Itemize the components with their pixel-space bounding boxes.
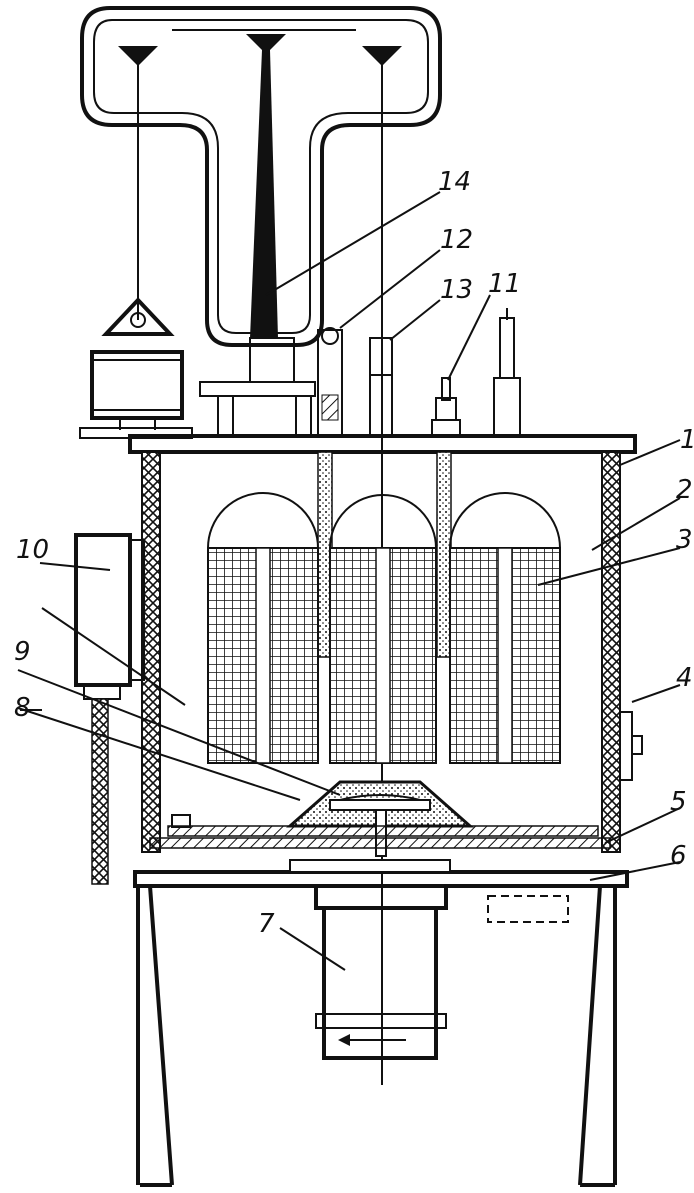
expander-tank: [79, 297, 193, 439]
tank-lid: [128, 434, 637, 454]
bushings: [317, 308, 521, 436]
label-2: 2: [676, 475, 693, 505]
part-labels: 14 12 13 11 1 2 3 4 5 6 7 8 9 10: [14, 167, 694, 939]
heater-dashed: [487, 895, 569, 923]
bottom-plates: [149, 814, 611, 849]
leader-lines: [17, 191, 681, 971]
side-valve: [619, 711, 643, 781]
suspension-rods: [118, 34, 402, 1085]
windings: [207, 492, 561, 764]
winding-left: [207, 492, 319, 764]
label-3: 3: [676, 525, 693, 555]
label-6: 6: [670, 841, 687, 871]
label-11: 11: [488, 269, 521, 299]
motor: [314, 884, 448, 1060]
winding-center: [329, 494, 437, 764]
label-13: 13: [440, 275, 473, 305]
label-14: 14: [438, 167, 471, 197]
control-box: [74, 533, 145, 885]
lifting-frame: [80, 6, 442, 347]
label-7: 7: [258, 909, 275, 939]
winding-right: [449, 492, 561, 764]
label-9: 9: [14, 637, 31, 667]
legs: [136, 885, 617, 1187]
label-8: 8: [14, 693, 31, 723]
label-10: 10: [16, 535, 49, 565]
label-12: 12: [440, 225, 473, 255]
label-1: 1: [680, 425, 694, 455]
handle-base: [199, 337, 316, 436]
label-4: 4: [676, 663, 693, 693]
label-5: 5: [670, 787, 687, 817]
